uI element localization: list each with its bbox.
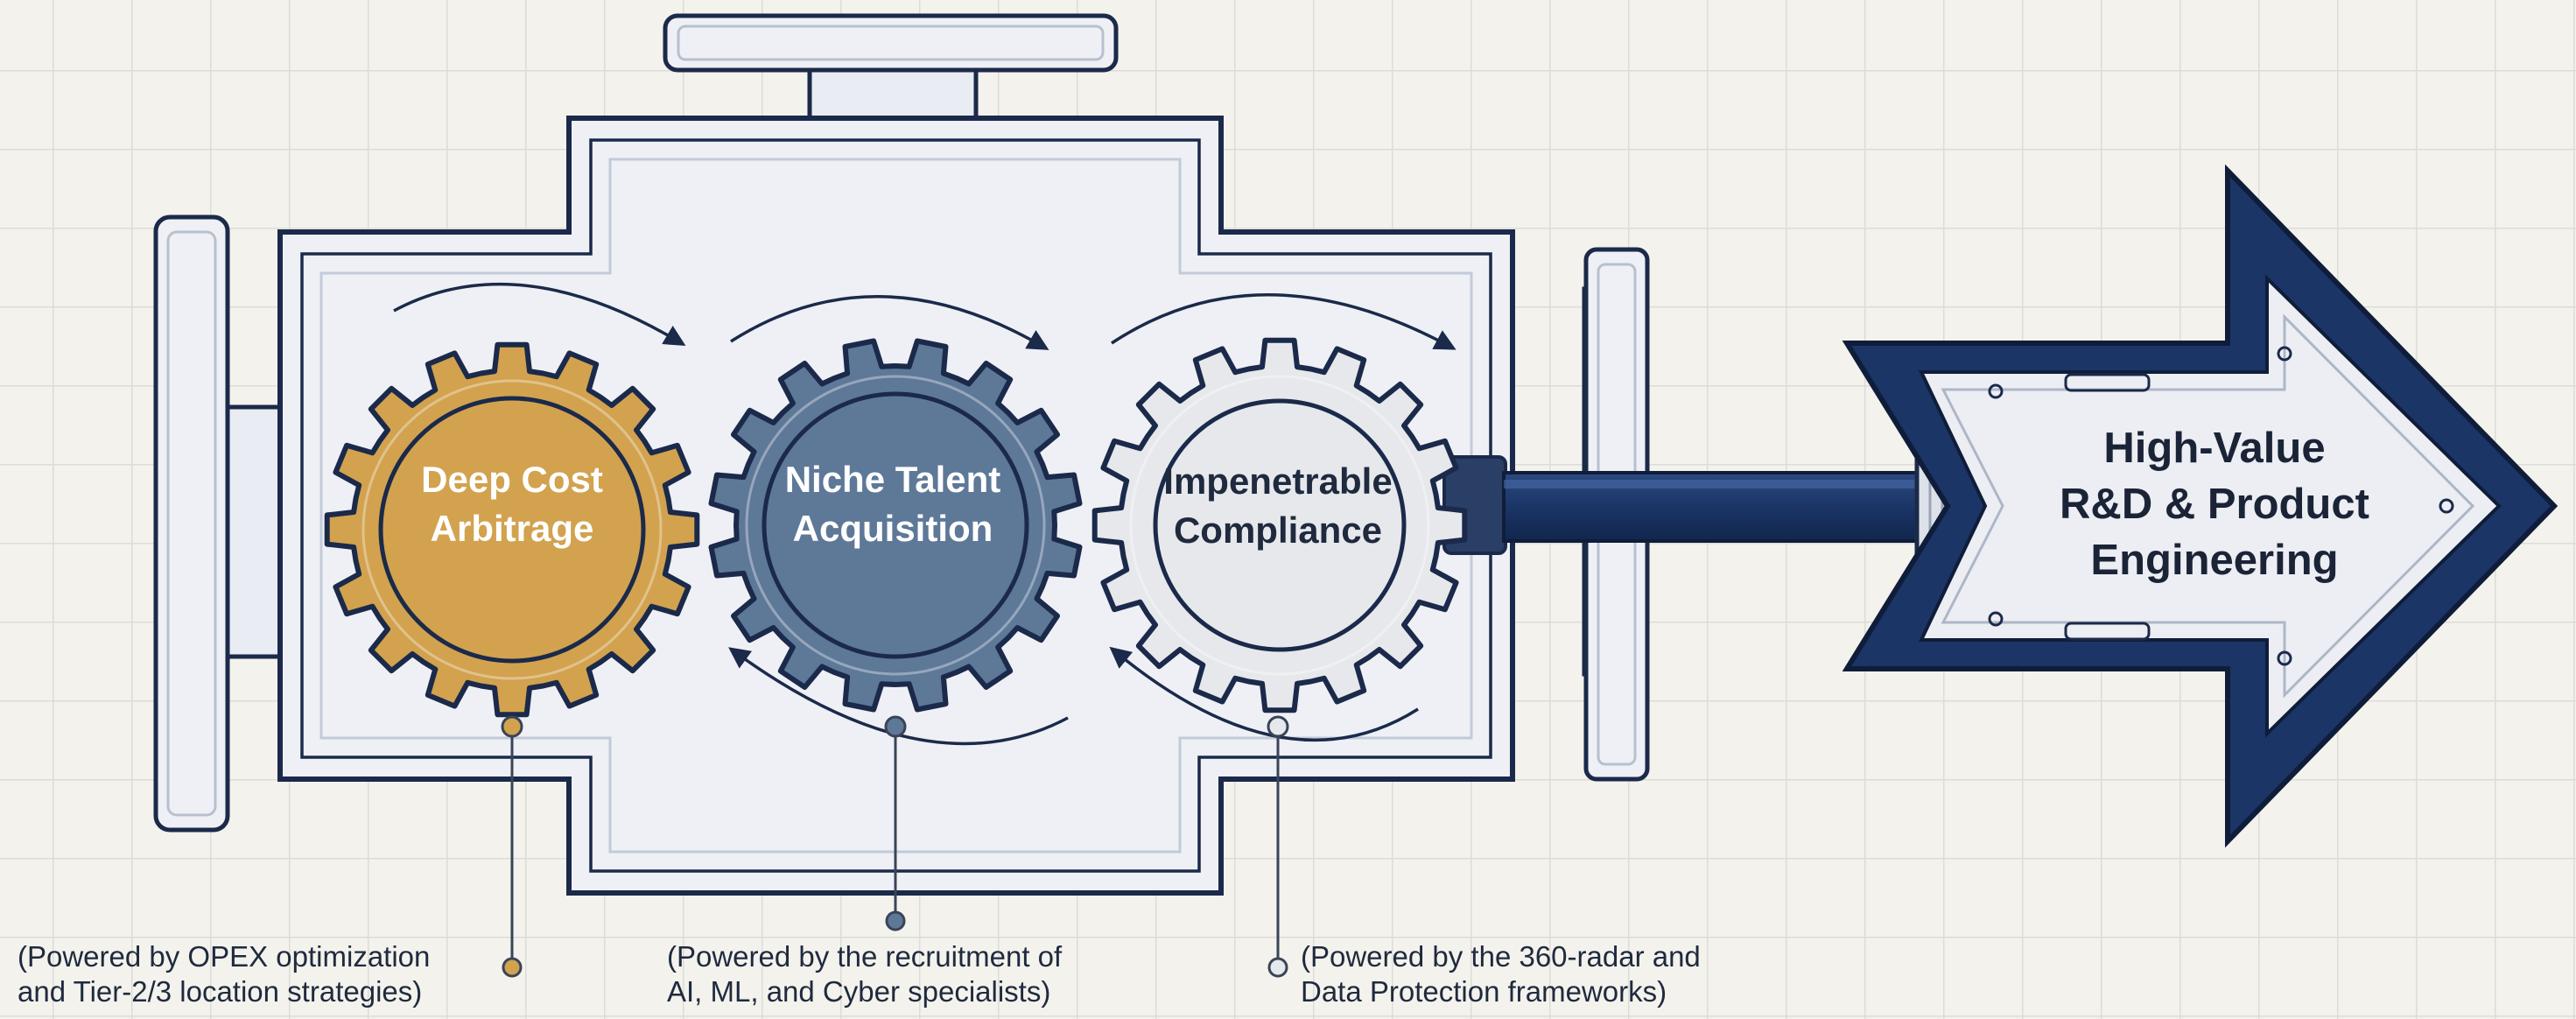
- leader-lines: [510, 727, 1280, 967]
- rotation-arrow-3-top: [1111, 293, 1456, 350]
- gear-ring: [1129, 375, 1430, 676]
- note-niche-talent-acquisition: (Powered by the recruitment of AI, ML, a…: [667, 940, 1063, 1008]
- housing-left-flange: [153, 214, 300, 833]
- rotation-arrow-1-top: [393, 282, 686, 347]
- gear-label-deep-cost-arbitrage: Deep Cost Arbitrage: [421, 459, 603, 549]
- output-shaft: [1442, 446, 1970, 566]
- gear-hub: [1153, 398, 1407, 652]
- note-impenetrable-compliance: (Powered by the 360-radar and Data Prote…: [1301, 940, 1701, 1008]
- gear-deep-cost-arbitrage: [324, 341, 700, 718]
- leader-dot-2: [885, 910, 906, 931]
- leader-dot-3: [1267, 715, 1289, 738]
- leader-dot-3: [1267, 957, 1288, 978]
- gear-label-niche-talent-acquisition: Niche Talent Acquisition: [784, 459, 1001, 549]
- gear-hub: [378, 396, 646, 664]
- gear-ring: [745, 375, 1046, 676]
- rotation-arrow-2-bottom: [728, 647, 1069, 746]
- leader-dot-1: [502, 957, 523, 978]
- output-label: High-Value R&D & Product Engineering: [2060, 425, 2369, 584]
- leader-dot-2: [884, 715, 907, 738]
- gear-hub: [762, 391, 1029, 659]
- note-deep-cost-arbitrage: (Powered by OPEX optimization and Tier-2…: [18, 940, 431, 1008]
- housing-top-cap: [663, 13, 1119, 125]
- rotation-arrow-2-top: [730, 295, 1049, 350]
- gear-niche-talent-acquisition: [708, 338, 1083, 713]
- gear-impenetrable-compliance: [1091, 337, 1468, 713]
- output-arrow: [1842, 164, 2558, 848]
- leader-dot-1: [501, 715, 523, 738]
- gear-label-impenetrable-compliance: Impenetrable Compliance: [1163, 460, 1393, 551]
- gear-ring: [361, 379, 663, 680]
